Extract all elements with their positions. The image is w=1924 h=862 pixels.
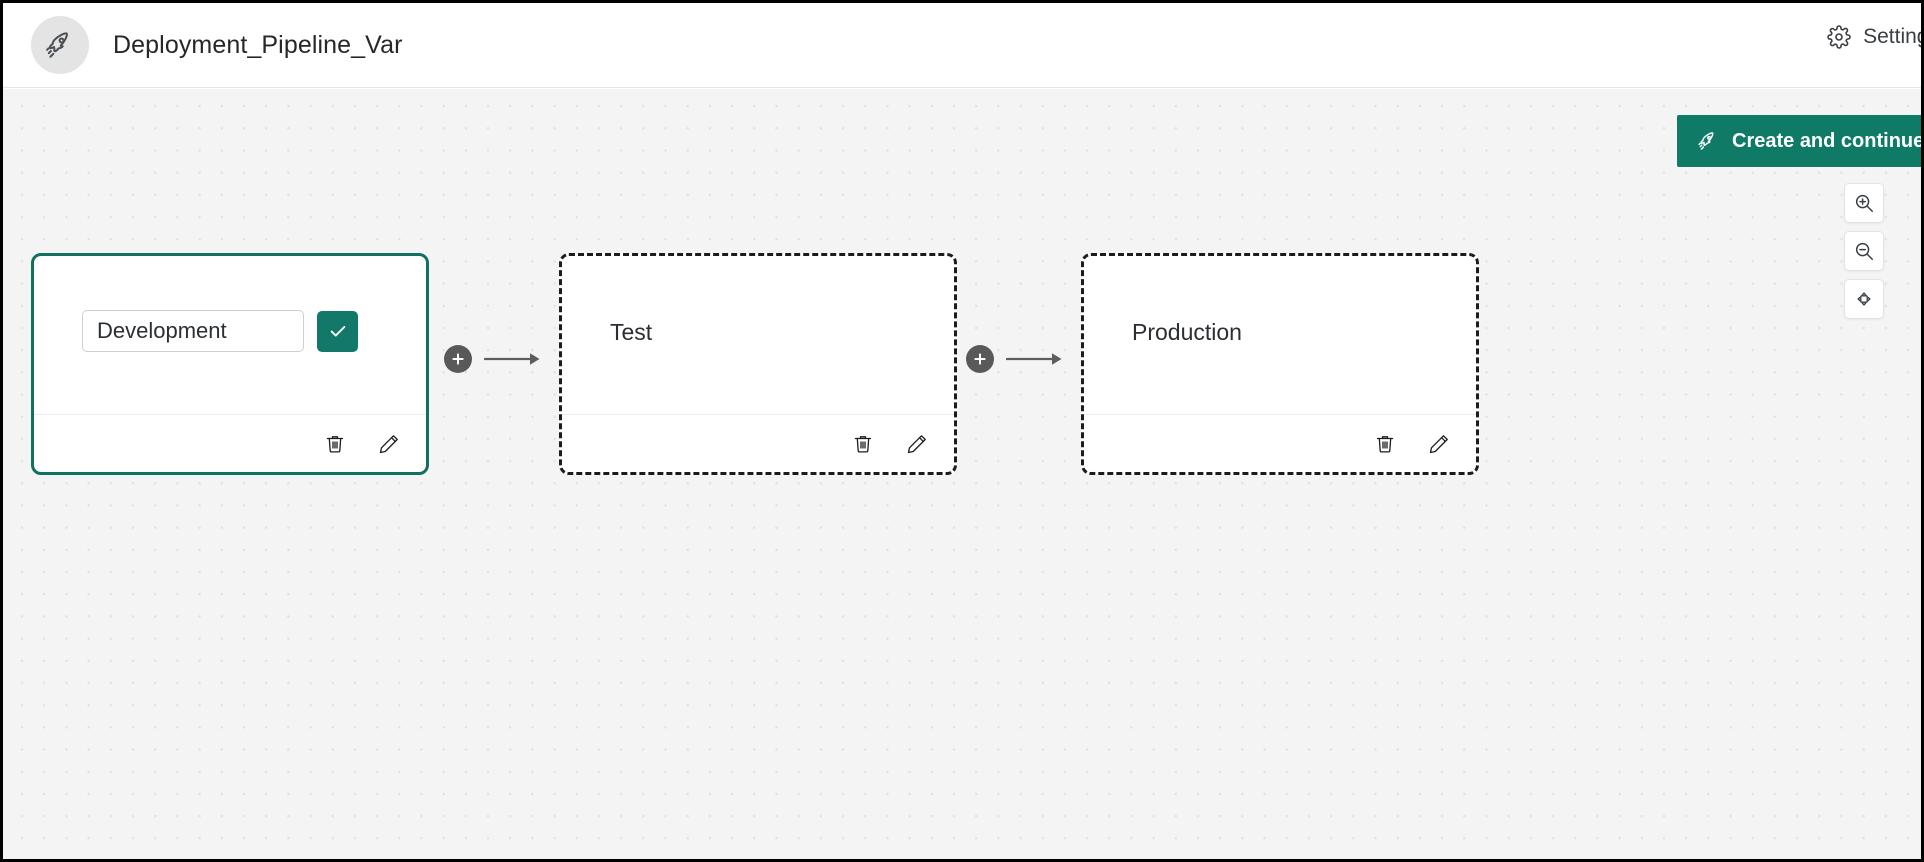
node-title: Production: [1132, 318, 1242, 345]
delete-node-button[interactable]: [848, 429, 878, 459]
pipeline-node-development[interactable]: [31, 253, 429, 475]
settings-label: Settings: [1863, 25, 1921, 48]
fit-to-screen-button[interactable]: [1844, 279, 1884, 319]
zoom-in-icon: [1853, 192, 1875, 214]
rocket-icon: [1697, 130, 1719, 152]
trash-icon: [323, 432, 347, 456]
arrow-right-icon: [1006, 350, 1064, 368]
delete-node-button[interactable]: [1370, 429, 1400, 459]
pencil-icon: [1427, 432, 1451, 456]
edit-node-button[interactable]: [374, 429, 404, 459]
settings-button[interactable]: Settings: [1827, 25, 1921, 49]
app-header: Deployment_Pipeline_Var Settings: [3, 3, 1921, 88]
zoom-in-button[interactable]: [1844, 183, 1884, 223]
delete-node-button[interactable]: [320, 429, 350, 459]
zoom-out-icon: [1853, 240, 1875, 262]
node-title: Test: [610, 318, 653, 345]
zoom-out-button[interactable]: [1844, 231, 1884, 271]
plus-icon: [972, 351, 988, 367]
node-footer: [34, 414, 426, 472]
trash-icon: [851, 432, 875, 456]
page-title: Deployment_Pipeline_Var: [113, 30, 403, 59]
pencil-icon: [377, 432, 401, 456]
gear-icon: [1827, 25, 1851, 49]
create-and-continue-button[interactable]: Create and continue: [1677, 115, 1921, 167]
connector-2: [966, 345, 1064, 373]
plus-icon: [450, 351, 466, 367]
pipeline-node-test[interactable]: Test: [559, 253, 957, 475]
add-stage-button-1[interactable]: [444, 345, 472, 373]
connector-1: [444, 345, 542, 373]
edit-node-button[interactable]: [1424, 429, 1454, 459]
stage-name-input[interactable]: [82, 310, 304, 352]
check-icon: [327, 320, 349, 342]
fit-to-screen-icon: [1853, 288, 1875, 310]
node-body: Test: [562, 256, 954, 414]
canvas-zoom-controls: [1844, 183, 1884, 319]
rocket-icon: [31, 16, 89, 74]
node-body: [34, 256, 426, 414]
node-body: Production: [1084, 256, 1476, 414]
confirm-name-button[interactable]: [317, 310, 358, 352]
node-footer: [562, 414, 954, 472]
arrow-right-icon: [484, 350, 542, 368]
pencil-icon: [905, 432, 929, 456]
node-name-edit-row: [82, 310, 358, 352]
add-stage-button-2[interactable]: [966, 345, 994, 373]
pipeline-node-production[interactable]: Production: [1081, 253, 1479, 475]
pipeline-canvas[interactable]: Create and continue: [3, 89, 1921, 859]
edit-node-button[interactable]: [902, 429, 932, 459]
node-footer: [1084, 414, 1476, 472]
trash-icon: [1373, 432, 1397, 456]
create-and-continue-label: Create and continue: [1732, 129, 1921, 152]
